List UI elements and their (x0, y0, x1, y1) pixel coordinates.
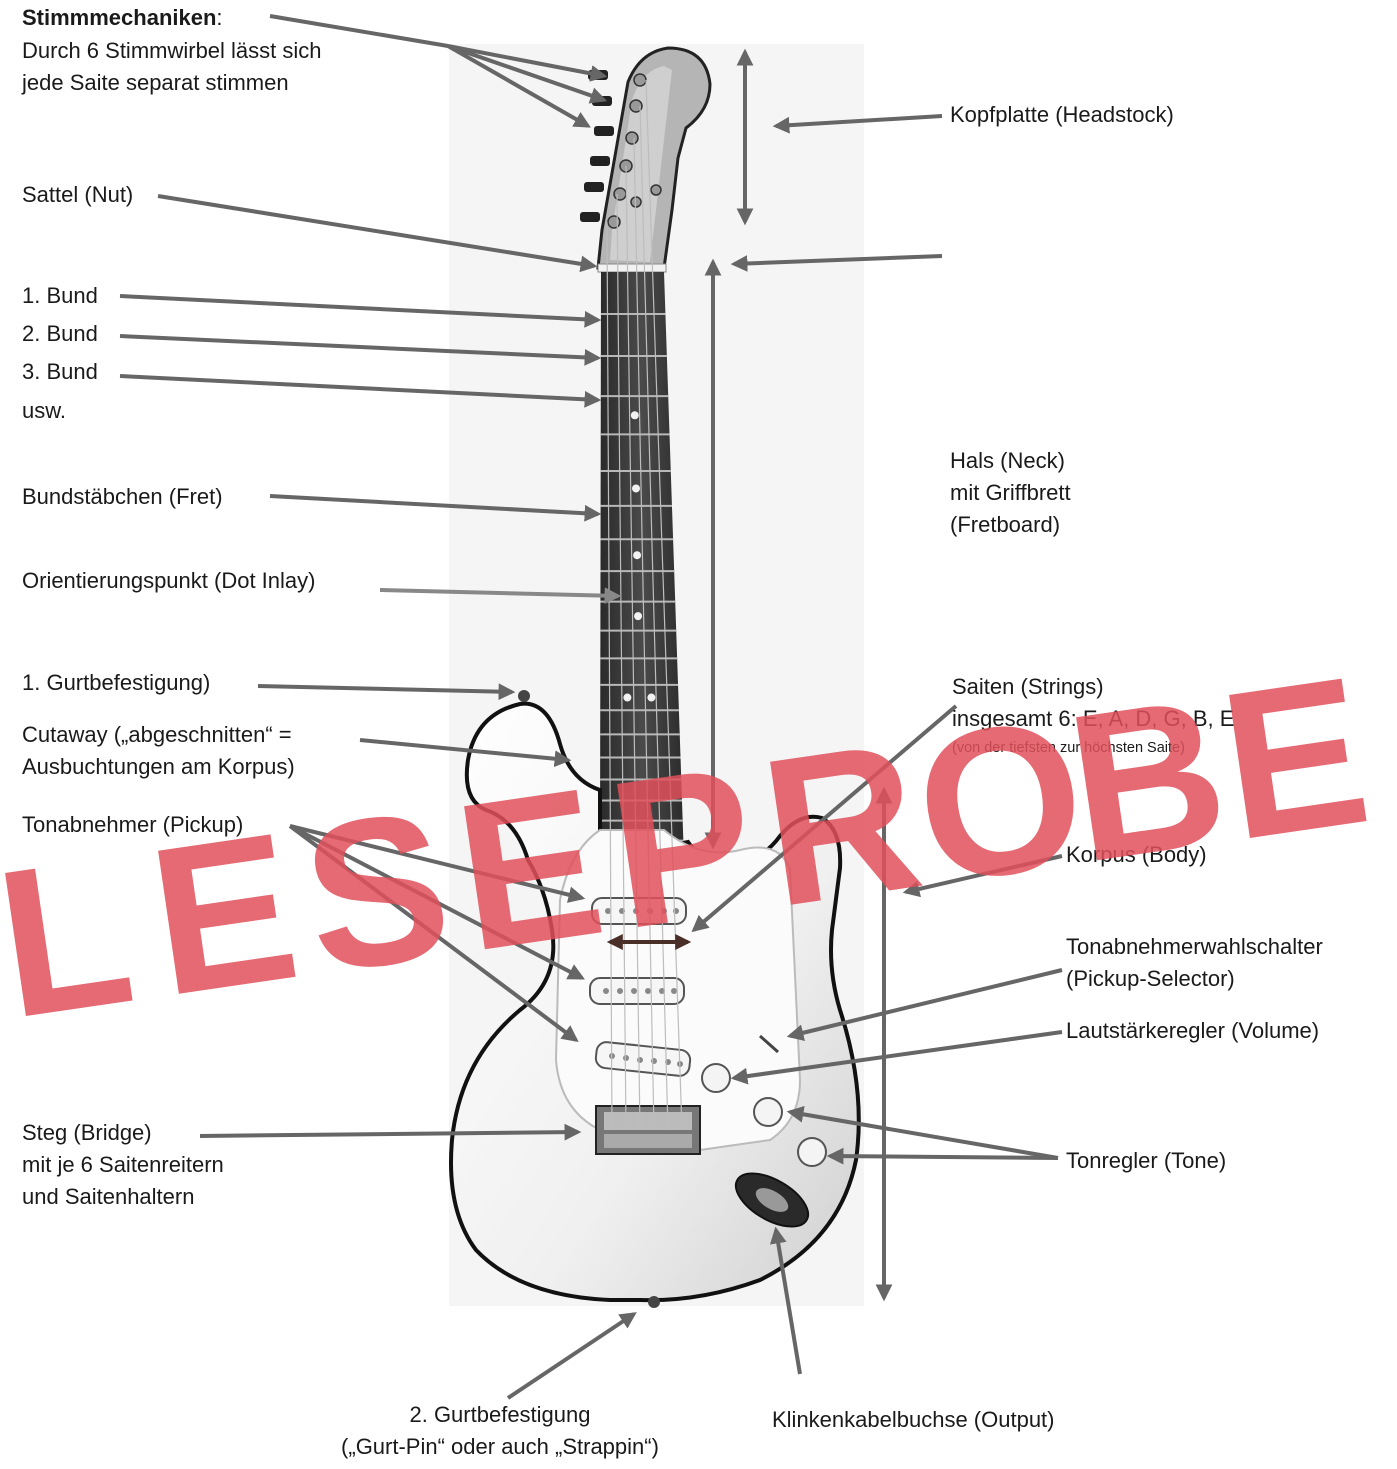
pickups (590, 898, 691, 1077)
dot-inlay (634, 612, 642, 620)
headstock-label: Kopfplatte (Headstock) (950, 100, 1174, 130)
nut-label: Sattel (Nut) (22, 180, 133, 210)
dot-inlay-label: Orientierungspunkt (Dot Inlay) (22, 566, 315, 596)
pickup-label: Tonabnehmer (Pickup) (22, 810, 243, 840)
cutaway-label-1: Cutaway („abgeschnitten“ = (22, 720, 292, 750)
dot-inlay (632, 484, 640, 492)
dot-inlay (623, 694, 631, 702)
strap-button-top (518, 690, 530, 702)
output-label: Klinkenkabelbuchse (Output) (772, 1405, 1055, 1435)
fret2-label: 2. Bund (22, 319, 98, 349)
tuners-title: Stimmmechaniken (22, 5, 216, 30)
strings-label-2: insgesamt 6: E, A, D, G, B, E (952, 704, 1234, 734)
etc-label: usw. (22, 396, 66, 426)
fret1-label: 1. Bund (22, 281, 98, 311)
selector-label-1: Tonabnehmerwahlschalter (1066, 932, 1323, 962)
tuners-description-2: jede Saite separat stimmen (22, 68, 289, 98)
bridge-label-2: mit je 6 Saitenreitern (22, 1150, 224, 1180)
selector-label-2: (Pickup-Selector) (1066, 964, 1235, 994)
bridge-label-3: und Saitenhaltern (22, 1182, 194, 1212)
neck-label-2: mit Griffbrett (950, 478, 1071, 508)
neck-label-3: (Fretboard) (950, 510, 1060, 540)
tuners-label: Stimmmechaniken: (22, 3, 223, 33)
bridge-label-1: Steg (Bridge) (22, 1118, 152, 1148)
dot-inlay (633, 551, 641, 559)
volume-label: Lautstärkeregler (Volume) (1066, 1016, 1319, 1046)
fret-wire-label: Bundstäbchen (Fret) (22, 482, 223, 512)
dot-inlay (647, 694, 655, 702)
neck-label-1: Hals (Neck) (950, 446, 1065, 476)
fret3-label: 3. Bund (22, 357, 98, 387)
tone-label: Tonregler (Tone) (1066, 1146, 1226, 1176)
dot-inlay (631, 411, 639, 419)
tuners-colon: : (216, 5, 222, 30)
strap-button-2-label-2: („Gurt-Pin“ oder auch „Strappin“) (250, 1432, 750, 1462)
strings-label-3: (von der tiefsten zur höchsten Saite) (952, 738, 1185, 758)
tuners-description-1: Durch 6 Stimmwirbel lässt sich (22, 36, 322, 66)
nut (598, 264, 666, 272)
body-label: Korpus (Body) (1066, 840, 1207, 870)
cutaway-label-2: Ausbuchtungen am Korpus) (22, 752, 295, 782)
strap-button-bottom (648, 1296, 660, 1308)
strings-label-1: Saiten (Strings) (952, 672, 1104, 702)
strap-button-2-label-1: 2. Gurtbefestigung (250, 1400, 750, 1430)
strap-button-1-label: 1. Gurtbefestigung) (22, 668, 210, 698)
